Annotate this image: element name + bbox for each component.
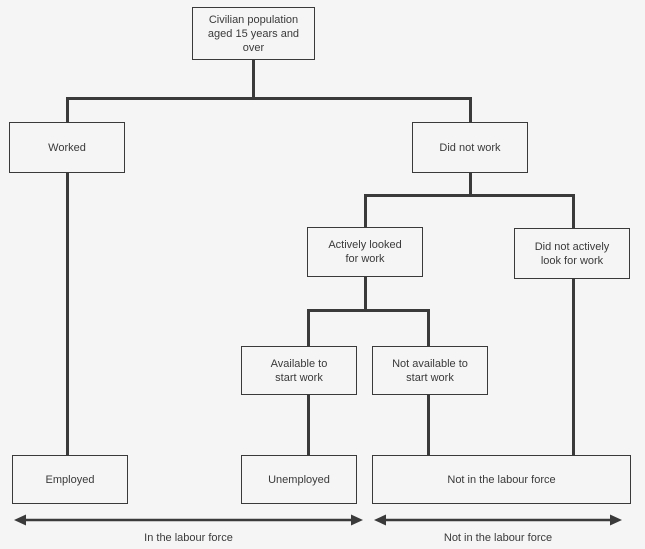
node-not-in-the-labour-force[interactable]: Not in the labour force: [372, 455, 631, 504]
span-not-in-labour-force: Not in the labour force: [374, 512, 622, 546]
node-available-to-start-work[interactable]: Available to start work: [241, 346, 357, 395]
connector-worked-to-employed: [66, 172, 69, 455]
connector-actively-looked-down: [364, 276, 367, 312]
node-worked[interactable]: Worked: [9, 122, 125, 173]
connector-to-not-available: [427, 309, 430, 347]
connector-to-not-actively: [572, 194, 575, 228]
node-did-not-actively-look-for-work[interactable]: Did not actively look for work: [514, 228, 630, 279]
node-employed[interactable]: Employed: [12, 455, 128, 504]
double-arrow-icon: [374, 514, 622, 526]
node-not-available-to-start-work[interactable]: Not available to start work: [372, 346, 488, 395]
node-actively-looked-for-work[interactable]: Actively looked for work: [307, 227, 423, 277]
connector-available-to-unemployed: [307, 395, 310, 456]
connector-to-actively-looked: [364, 194, 367, 228]
double-arrow-icon: [14, 514, 363, 526]
connector-to-worked: [66, 97, 69, 123]
connector-to-available: [307, 309, 310, 347]
span-in-labour-force: In the labour force: [14, 512, 363, 546]
connector-did-not-work-down: [469, 172, 472, 197]
connector-level2-bar: [364, 194, 575, 197]
node-did-not-work[interactable]: Did not work: [412, 122, 528, 173]
node-civilian-population[interactable]: Civilian population aged 15 years and ov…: [192, 7, 315, 60]
connector-level1-bar: [66, 97, 472, 100]
span-label-not-in-labour-force: Not in the labour force: [443, 532, 553, 544]
connector-population-down: [252, 59, 255, 99]
connector-level3-bar: [307, 309, 430, 312]
span-label-in-labour-force: In the labour force: [144, 532, 233, 544]
connector-not-actively-to-nilf: [572, 279, 575, 456]
connector-not-available-to-nilf: [427, 395, 430, 456]
node-unemployed[interactable]: Unemployed: [241, 455, 357, 504]
connector-to-did-not-work: [469, 97, 472, 123]
